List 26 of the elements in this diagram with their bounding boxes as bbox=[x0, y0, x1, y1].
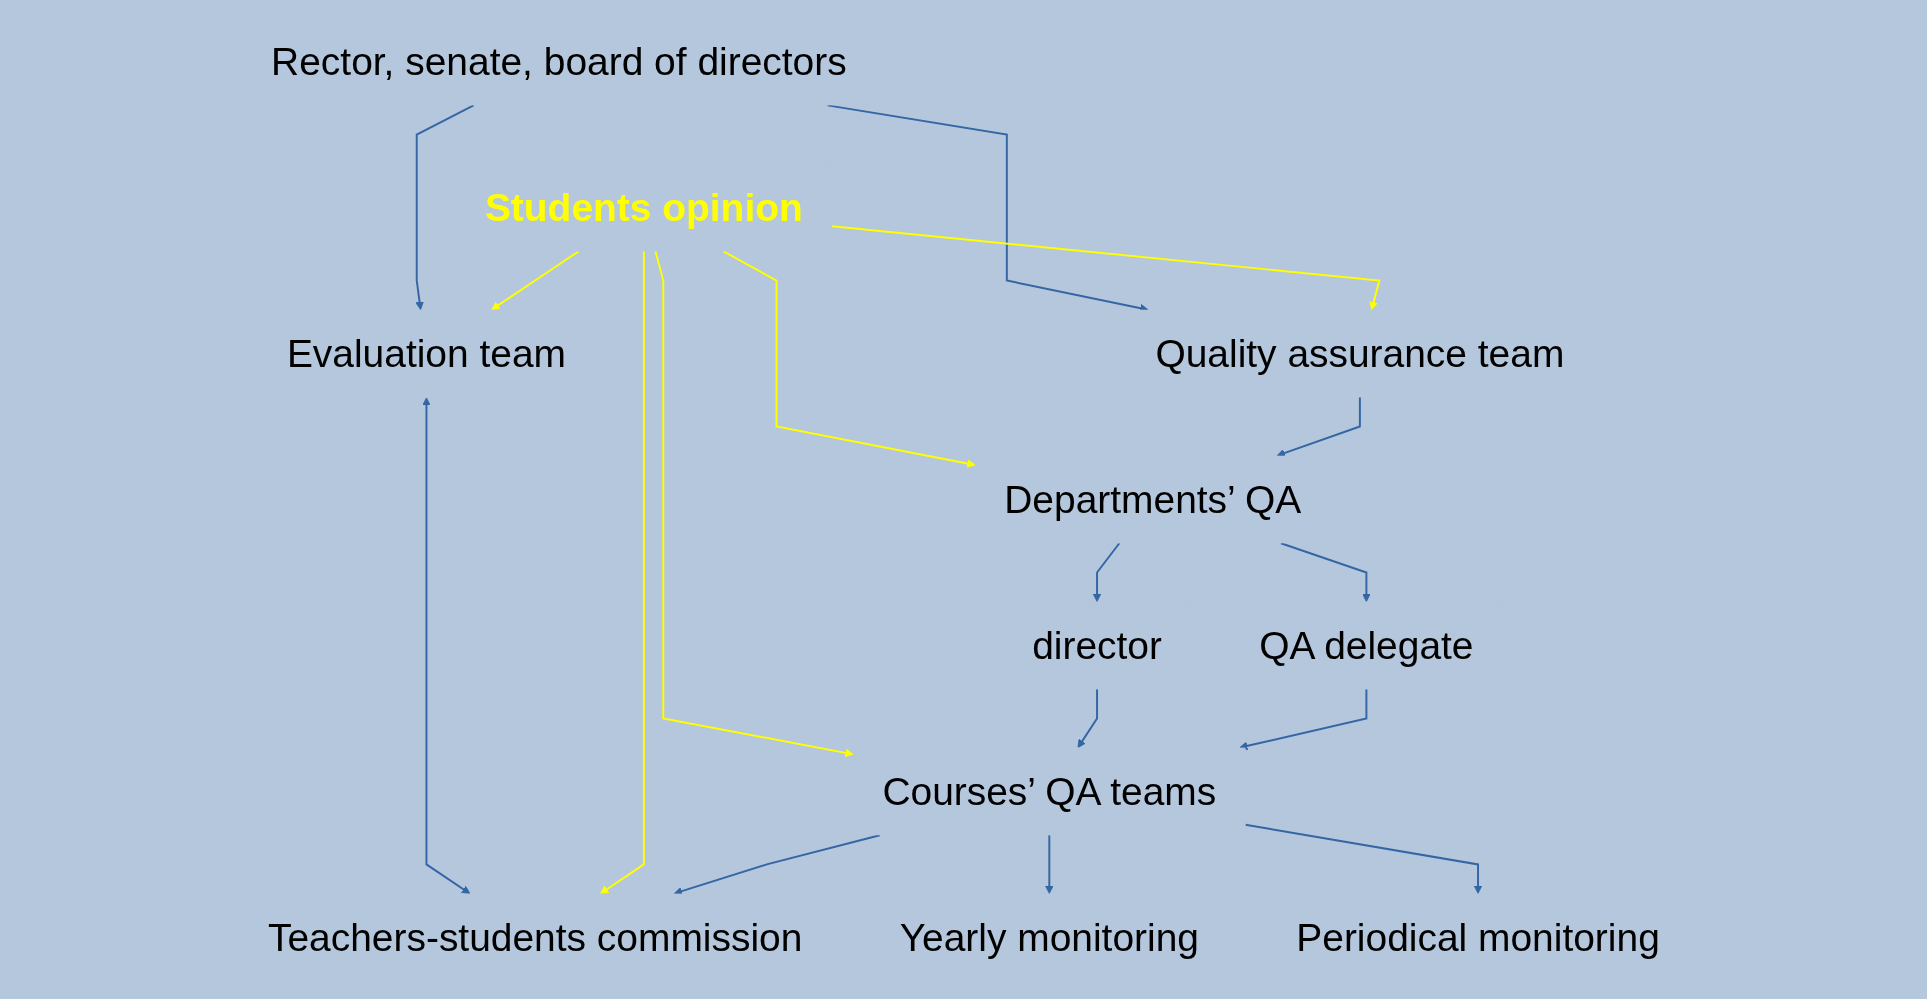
arrow bbox=[1276, 396, 1361, 458]
arrow bbox=[421, 397, 470, 894]
node-text: Departments’ QA bbox=[1003, 478, 1301, 521]
arrow bbox=[1077, 688, 1098, 749]
arrow bbox=[1279, 542, 1371, 603]
node-text: Rector, senate, board of directors bbox=[270, 40, 847, 83]
arrow bbox=[673, 834, 881, 896]
node-text: Yearly monitoring bbox=[899, 916, 1199, 959]
arrow bbox=[599, 250, 645, 894]
arrow bbox=[722, 250, 976, 468]
node-text: Students opinion bbox=[484, 186, 803, 229]
node-text: Courses’ QA teams bbox=[881, 770, 1216, 813]
node-text: Teachers-students commission bbox=[267, 916, 802, 959]
arrow bbox=[1092, 542, 1120, 603]
node-text: Periodical monitoring bbox=[1295, 916, 1660, 959]
arrow bbox=[490, 250, 580, 311]
arrow bbox=[1238, 688, 1367, 751]
node-text: QA delegate bbox=[1258, 624, 1474, 667]
arrow bbox=[414, 104, 475, 311]
arrow bbox=[830, 225, 1381, 311]
arrow bbox=[1044, 834, 1054, 894]
node-text: director bbox=[1031, 624, 1162, 667]
arrow bbox=[1244, 823, 1482, 894]
arrow bbox=[654, 250, 854, 758]
node-text: Quality assurance team bbox=[1155, 332, 1564, 375]
node-text: Evaluation team bbox=[286, 332, 566, 375]
